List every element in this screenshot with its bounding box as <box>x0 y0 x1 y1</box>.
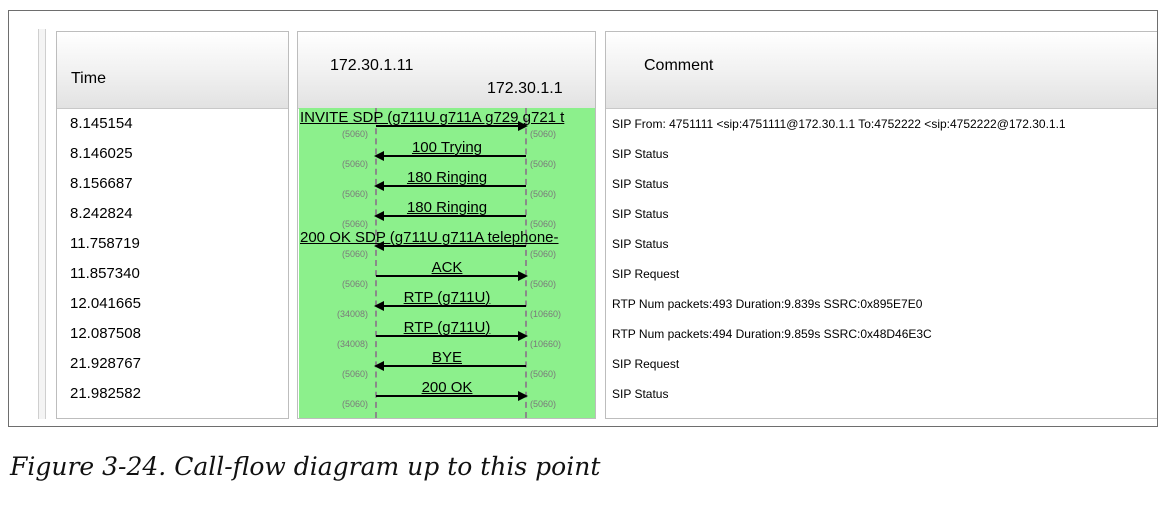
arrow-left-icon <box>374 361 526 371</box>
comment-cell: SIP Status <box>612 207 669 221</box>
port-label-b: (5060) <box>530 249 557 259</box>
flow-message-label[interactable]: BYE <box>431 349 462 366</box>
port-label-a: (5060) <box>342 159 369 169</box>
port-label-a: (5060) <box>342 189 369 199</box>
arrow-right-icon <box>376 271 528 281</box>
arrow-right-icon <box>376 391 528 401</box>
flow-message-label[interactable]: 180 Ringing <box>406 169 488 186</box>
figure-caption: Figure 3-24. Call-flow diagram up to thi… <box>10 452 601 481</box>
time-cell: 8.146025 <box>70 145 133 162</box>
time-column-header[interactable]: Time <box>57 32 288 109</box>
comment-cell: SIP From: 4751111 <sip:4751111@172.30.1.… <box>612 117 1066 131</box>
port-label-b: (10660) <box>530 309 562 319</box>
flow-diagram[interactable]: INVITE SDP (g711U g711A g729 g721 t (5060… <box>299 108 595 418</box>
port-label-b: (5060) <box>530 219 557 229</box>
flow-column: 172.30.1.11 172.30.1.1 INVITE SDP (g711U… <box>297 31 596 419</box>
comment-cell: SIP Status <box>612 177 669 191</box>
flow-column-header: 172.30.1.11 172.30.1.1 <box>298 32 595 109</box>
arrow-right-icon <box>376 121 528 131</box>
port-label-a: (34008) <box>337 309 369 319</box>
port-label-a: (5060) <box>342 249 369 259</box>
port-label-a: (5060) <box>342 279 369 289</box>
flow-message-label[interactable]: 200 OK SDP (g711U g711A telephone- <box>300 229 559 246</box>
time-cell: 21.982582 <box>70 385 141 402</box>
comment-cell: SIP Status <box>612 147 669 161</box>
port-label-b: (5060) <box>530 279 557 289</box>
comment-column-header[interactable]: Comment <box>606 32 1157 109</box>
flow-message-label[interactable]: 180 Ringing <box>406 199 488 216</box>
comment-cell: SIP Request <box>612 267 680 281</box>
port-label-b: (5060) <box>530 159 557 169</box>
arrow-left-icon <box>374 151 526 161</box>
flow-message-label[interactable]: ACK <box>431 259 463 276</box>
time-cell: 8.242824 <box>70 205 133 222</box>
time-cell: 12.041665 <box>70 295 141 312</box>
comment-header-label: Comment <box>644 57 714 74</box>
comment-cell: SIP Request <box>612 357 680 371</box>
flow-message-label[interactable]: INVITE SDP (g711U g711A g729 g721 t <box>300 109 565 126</box>
arrow-left-icon <box>374 241 526 251</box>
comment-column: Comment SIP From: 4751111 <sip:4751111@1… <box>605 31 1157 419</box>
time-cell: 11.857340 <box>70 265 140 282</box>
port-label-a: (34008) <box>337 339 369 349</box>
time-cell: 21.928767 <box>70 355 141 372</box>
time-cell: 8.156687 <box>70 175 133 192</box>
arrow-left-icon <box>374 181 526 191</box>
comment-cell: SIP Status <box>612 387 669 401</box>
arrow-left-icon <box>374 301 526 311</box>
time-cell: 11.758719 <box>70 235 140 252</box>
port-label-a: (5060) <box>342 399 369 409</box>
port-label-b: (10660) <box>530 339 562 349</box>
host-a-lifeline <box>375 108 377 418</box>
time-header-label: Time <box>71 70 106 87</box>
flow-message-label[interactable]: 100 Trying <box>411 139 483 156</box>
flow-message-label[interactable]: RTP (g711U) <box>403 319 491 336</box>
comment-cell: RTP Num packets:494 Duration:9.859s SSRC… <box>612 327 932 341</box>
call-flow-window: Time 8.145154 8.146025 8.156687 8.242824 11.… <box>8 10 1158 427</box>
arrow-right-icon <box>376 331 528 341</box>
port-label-b: (5060) <box>530 189 557 199</box>
host-b-lifeline <box>525 108 527 418</box>
host-b-ip: 172.30.1.1 <box>487 80 563 97</box>
flow-message-label[interactable]: 200 OK <box>421 379 473 396</box>
port-label-a: (5060) <box>342 219 369 229</box>
time-column: Time 8.145154 8.146025 8.156687 8.242824 11.… <box>56 31 289 419</box>
time-cell: 8.145154 <box>70 115 133 132</box>
arrow-left-icon <box>374 211 526 221</box>
port-label-b: (5060) <box>530 369 557 379</box>
host-a-ip: 172.30.1.11 <box>330 57 414 74</box>
time-cell: 12.087508 <box>70 325 141 342</box>
left-scroll-edge[interactable] <box>38 29 46 419</box>
port-label-b: (5060) <box>530 399 557 409</box>
port-label-b: (5060) <box>530 129 557 139</box>
comment-cell: RTP Num packets:493 Duration:9.839s SSRC… <box>612 297 923 311</box>
flow-message-label[interactable]: RTP (g711U) <box>403 289 491 306</box>
port-label-a: (5060) <box>342 129 369 139</box>
port-label-a: (5060) <box>342 369 369 379</box>
comment-cell: SIP Status <box>612 237 669 251</box>
